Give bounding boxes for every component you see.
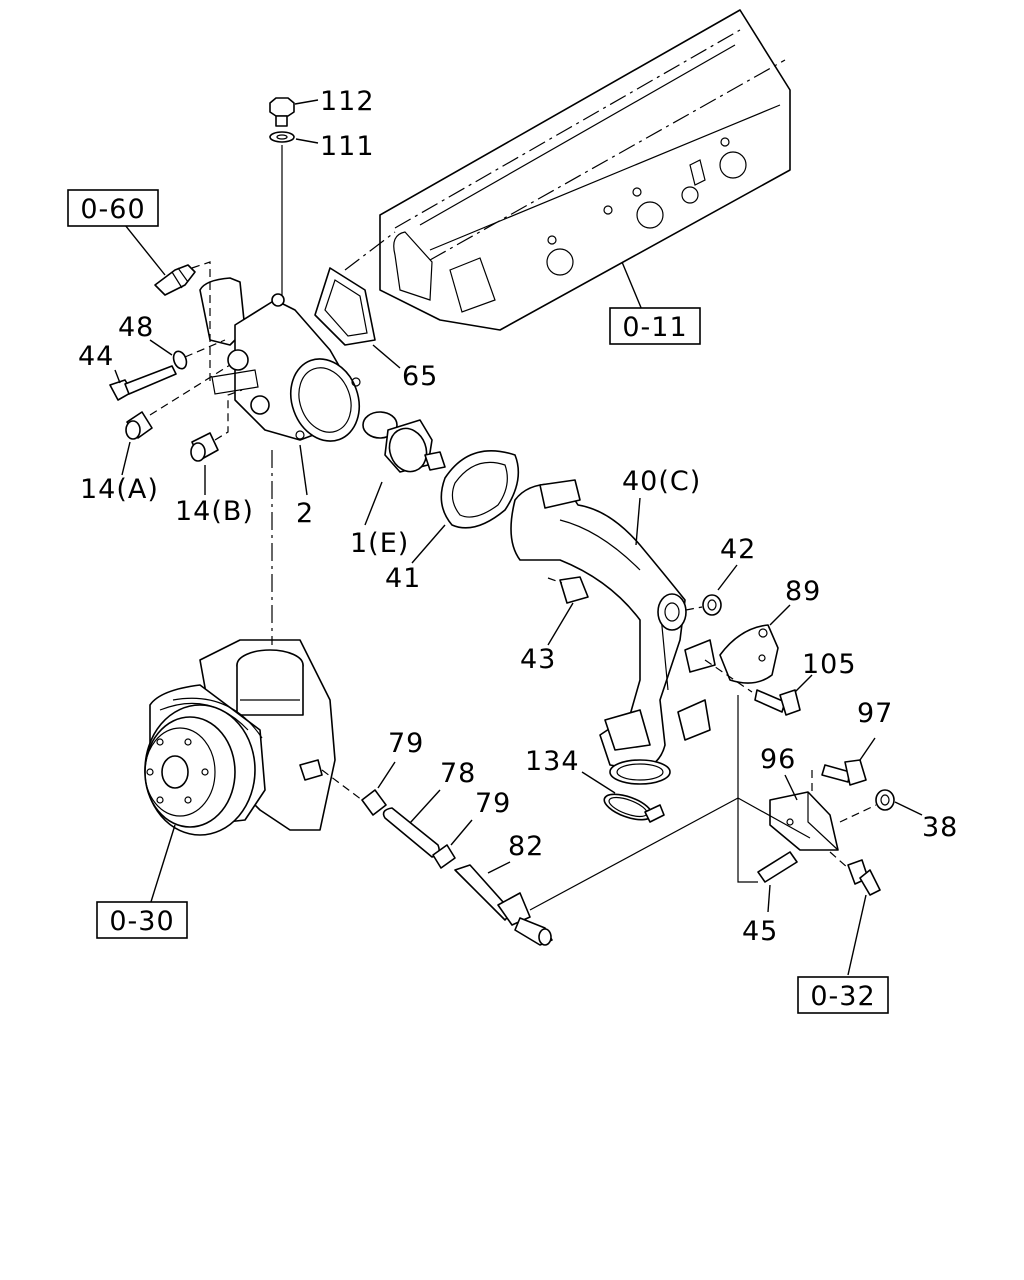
callout-42: 42 [720, 534, 756, 565]
callout-79a: 79 [388, 728, 424, 759]
callout-44: 44 [78, 341, 114, 372]
callout-96: 96 [760, 744, 796, 775]
callout-65: 65 [402, 361, 438, 392]
clamp-134 [603, 793, 665, 823]
callout-41: 41 [385, 563, 421, 594]
bolt-0-32 [847, 859, 881, 896]
plug-14b [190, 432, 219, 462]
callout-48: 48 [118, 312, 154, 343]
callout-2: 2 [296, 498, 314, 529]
ref-0-30-box[interactable]: 0-30 [96, 901, 188, 939]
water-pump [144, 639, 336, 836]
callout-43: 43 [520, 644, 556, 675]
callout-78: 78 [440, 758, 476, 789]
gasket-41 [440, 449, 520, 529]
connector-79b [432, 844, 456, 869]
thermostat-housing [199, 277, 361, 442]
ref-0-11-box[interactable]: 0-11 [609, 307, 701, 345]
ref-0-60-box[interactable]: 0-60 [67, 189, 159, 227]
callout-112: 112 [320, 86, 375, 117]
callout-79b: 79 [475, 788, 511, 819]
ref-0-11-label: 0-11 [622, 312, 687, 343]
callout-97: 97 [857, 698, 893, 729]
callout-134: 134 [525, 746, 580, 777]
callout-105: 105 [802, 649, 857, 680]
callout-1e: 1(E) [350, 528, 409, 559]
ref-0-32-label: 0-32 [810, 981, 875, 1012]
bracket-89 [719, 624, 779, 684]
bolt-105 [754, 689, 801, 716]
ref-0-32-box[interactable]: 0-32 [797, 976, 889, 1014]
sender-unit [154, 264, 196, 296]
callout-14b: 14(B) [175, 496, 254, 527]
washer-38 [875, 789, 895, 811]
callout-82: 82 [508, 831, 544, 862]
hose-78 [382, 807, 440, 858]
callout-40c: 40(C) [622, 466, 701, 497]
washer-111 [269, 131, 295, 143]
pipe-82 [454, 864, 553, 946]
washer-48 [172, 350, 188, 370]
gasket-65 [314, 267, 376, 346]
cylinder-head [379, 9, 791, 331]
callout-45: 45 [742, 916, 778, 947]
stud-45 [757, 851, 798, 883]
plug-43 [559, 576, 589, 604]
callout-38: 38 [922, 812, 958, 843]
callout-111: 111 [320, 131, 375, 162]
nut-42 [702, 594, 722, 616]
ref-0-60-label: 0-60 [80, 194, 145, 225]
bracket-96 [769, 791, 839, 851]
plug-112 [269, 97, 295, 127]
plug-14a [125, 411, 153, 440]
thermostat-1e [362, 411, 446, 473]
water-pipe-40c [510, 479, 716, 785]
ref-0-30-label: 0-30 [109, 906, 174, 937]
callout-89: 89 [785, 576, 821, 607]
connector-79a [361, 789, 387, 816]
callout-14a: 14(A) [80, 474, 159, 505]
bolt-97 [821, 759, 867, 786]
